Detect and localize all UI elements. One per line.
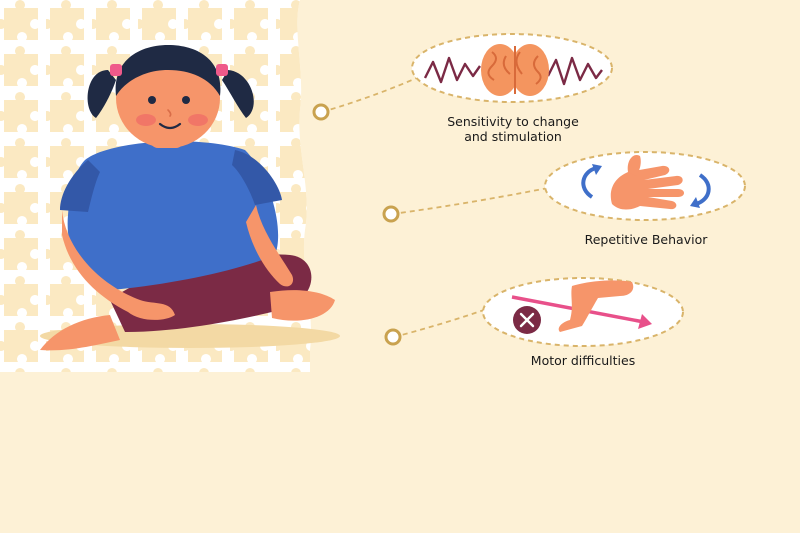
child-right-arm [246, 205, 294, 287]
connector-dot-repetitive [382, 205, 400, 223]
leg-icon [558, 280, 634, 332]
callout-repetitive: Repetitive Behavior [544, 151, 746, 247]
child-right-foot [270, 290, 335, 321]
rotate-right-arrowhead-icon [690, 197, 700, 208]
child-left-foot [40, 315, 120, 351]
motion-arrowhead-icon [638, 314, 652, 329]
close-icon [519, 312, 535, 328]
child-left-cheek [136, 114, 156, 126]
callout-label-sensitivity-line1: Sensitivity to change [447, 114, 579, 129]
callout-label-repetitive: Repetitive Behavior [585, 232, 709, 247]
rotate-left-arrow-icon [581, 166, 597, 199]
child-mouth [158, 122, 182, 130]
callout-label-sensitivity-line2: and stimulation [464, 129, 562, 144]
waving-hand-icon [610, 154, 684, 210]
brain-icon [481, 44, 549, 96]
child-right-sleeve [232, 150, 282, 205]
connector-dot-sensitivity [312, 103, 330, 121]
callout-sensitivity: Sensitivity to change and stimulation [411, 33, 613, 144]
child-right-eye [182, 96, 190, 104]
rotate-left-arrowhead-icon [592, 164, 602, 175]
connector-line-repetitive [391, 187, 549, 215]
connector-dot-motor [384, 328, 402, 346]
child-left-sleeve [60, 160, 100, 212]
child-right-hair-tie [216, 64, 228, 76]
child-left-hair-tie [110, 64, 122, 76]
child-nose [167, 109, 172, 117]
rotate-right-arrow-icon [695, 173, 711, 206]
child-right-cheek [188, 114, 208, 126]
callout-label-motor: Motor difficulties [531, 353, 635, 368]
child-illustration [40, 45, 335, 351]
right-brainwave-icon [546, 56, 603, 86]
callout-motor: Motor difficulties [482, 277, 684, 368]
child-right-pigtail [222, 70, 254, 118]
child-hair [115, 45, 221, 96]
connectors [312, 71, 549, 346]
child-left-arm [62, 210, 175, 320]
child-left-pigtail [87, 70, 116, 118]
child-shirt [67, 141, 279, 290]
connector-line-motor [393, 309, 485, 338]
child-left-eye [148, 96, 156, 104]
left-brainwave-icon [423, 56, 481, 84]
